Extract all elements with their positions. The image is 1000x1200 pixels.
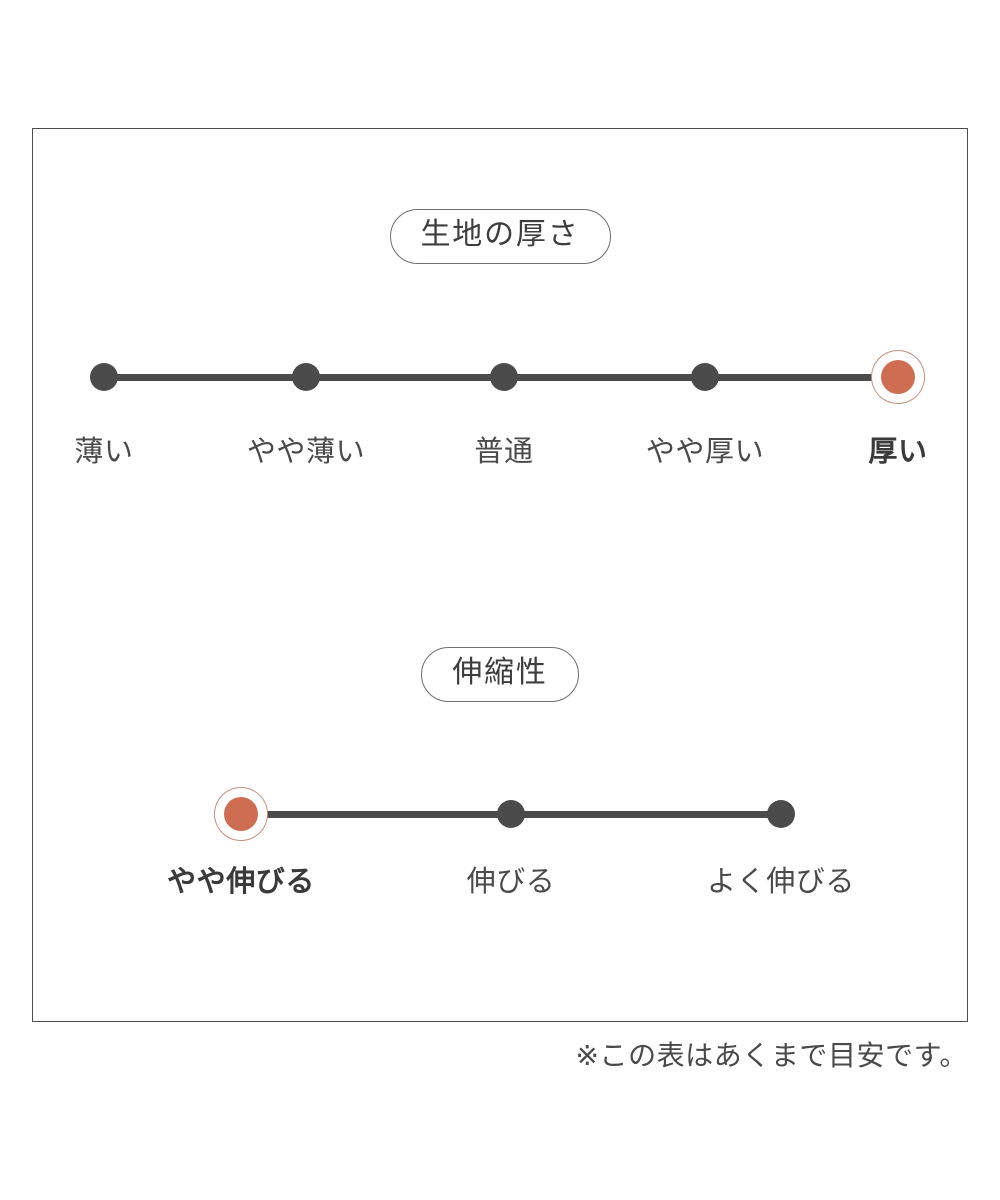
scale-label-stretchiness-3: よく伸びる (707, 866, 855, 898)
scale-label-fabric-thickness-5-active: 厚い (868, 436, 928, 468)
scale-label-fabric-thickness-1: 薄い (74, 436, 134, 468)
scale-labels-stretchiness: やや伸びる 伸びる よく伸びる (167, 859, 854, 905)
scale-label-fabric-thickness-3: 普通 (474, 436, 534, 468)
spec-chart-frame: 生地の厚さ 薄い やや薄い 普通 やや厚い 厚い 伸縮性 やや伸びる 伸びる よ… (32, 128, 968, 1022)
section-pill-label-fabric-thickness: 生地の厚さ (389, 209, 611, 264)
scale-labels-fabric-thickness: 薄い やや薄い 普通 やや厚い 厚い (74, 429, 927, 475)
scale-label-stretchiness-1-active: やや伸びる (167, 866, 315, 898)
scale-fabric-thickness (90, 347, 915, 407)
scale-dot-fabric-thickness-2[interactable] (292, 363, 320, 391)
scale-dot-fabric-thickness-4[interactable] (691, 363, 719, 391)
footnote-disclaimer: ※この表はあくまで目安です。 (575, 1040, 968, 1071)
scale-dot-fabric-thickness-5-active[interactable] (881, 360, 915, 394)
section-pill-label-stretchiness: 伸縮性 (421, 647, 579, 702)
scale-dot-stretchiness-2[interactable] (497, 800, 525, 828)
scale-stretchiness (224, 784, 795, 844)
scale-dot-stretchiness-3[interactable] (767, 800, 795, 828)
section-heading-stretchiness: 伸縮性 (33, 647, 967, 702)
section-heading-fabric-thickness: 生地の厚さ (33, 209, 967, 264)
scale-label-fabric-thickness-2: やや薄い (246, 436, 366, 468)
scale-label-fabric-thickness-4: やや厚い (645, 436, 765, 468)
scale-dot-stretchiness-1-active[interactable] (224, 797, 258, 831)
scale-label-stretchiness-2: 伸びる (466, 866, 556, 898)
scale-dot-fabric-thickness-1[interactable] (90, 363, 118, 391)
scale-dot-fabric-thickness-3[interactable] (490, 363, 518, 391)
